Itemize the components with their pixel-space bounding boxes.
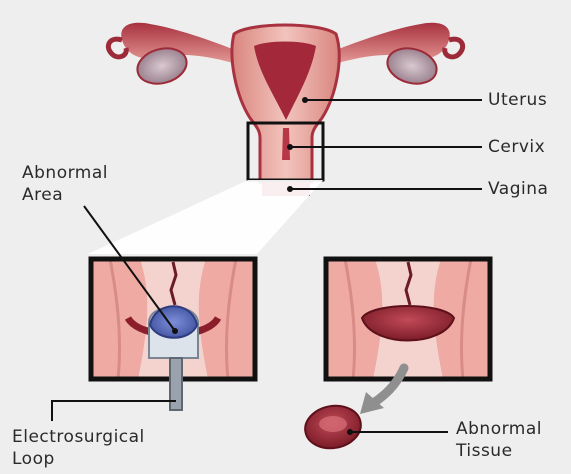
cervix-label: Cervix	[488, 137, 545, 158]
right-panel	[326, 259, 490, 379]
abnormal-tissue-label-line1: Abnormal	[456, 419, 542, 440]
electrosurgical-loop-label-line2: Loop	[12, 449, 55, 470]
electrosurgical-loop-handle	[170, 358, 182, 410]
vagina-label: Vagina	[488, 179, 548, 200]
zoom-projection	[88, 180, 323, 254]
abnormal-area-label-line1: Abnormal	[22, 163, 108, 184]
uterus-label: Uterus	[488, 90, 547, 111]
loop-leader	[52, 401, 176, 421]
abnormal-area-label-line2: Area	[22, 185, 63, 206]
left-panel	[91, 259, 255, 410]
uterus-illustration	[108, 23, 462, 196]
cervical-canal	[282, 128, 290, 160]
electrosurgical-loop-label-line1: Electrosurgical	[12, 427, 145, 448]
removed-tissue	[302, 401, 364, 452]
abnormal-tissue-label-line2: Tissue	[456, 441, 513, 462]
